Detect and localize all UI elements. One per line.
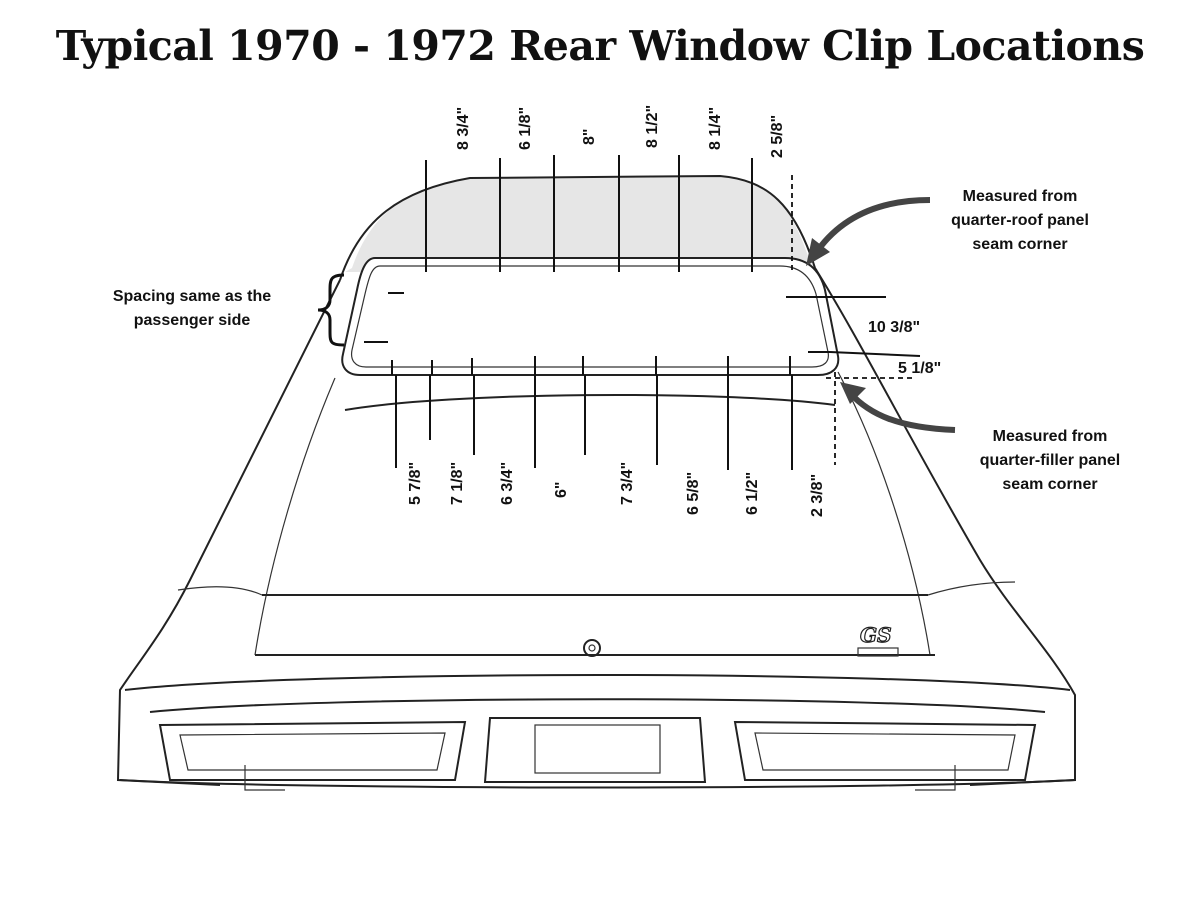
bottom-measurement-3: 6 3/4" (499, 462, 516, 505)
top-measurement-2: 6 1/8" (517, 107, 534, 150)
bottom-measurement-5: 7 3/4" (619, 462, 636, 505)
note-left-line2: passenger side (134, 312, 251, 329)
rear-window (341, 257, 840, 376)
top-measurement-3: 8" (581, 129, 598, 145)
side-measurement-2: 5 1/8" (898, 360, 941, 377)
top-measurement-4: 8 1/2" (644, 105, 661, 148)
top-measurement-5: 8 1/4" (707, 107, 724, 150)
car-illustration: GS (116, 174, 1076, 791)
note-left-line1: Spacing same as the (113, 288, 271, 305)
bottom-measurement-2: 7 1/8" (449, 462, 466, 505)
note-bottom-right: Measured from quarter-filler panel seam … (980, 428, 1120, 493)
note-bottom-right-line3: seam corner (1002, 476, 1097, 493)
bottom-measurement-8: 2 3/8" (809, 474, 826, 517)
note-bottom-right-line1: Measured from (993, 428, 1108, 445)
top-measurement-1: 8 3/4" (455, 107, 472, 150)
note-left: Spacing same as the passenger side (113, 288, 271, 329)
note-top-right-line2: quarter-roof panel (951, 212, 1089, 229)
bottom-measurement-7: 6 1/2" (744, 472, 761, 515)
left-brace (317, 273, 345, 347)
arrow-bottom-right (840, 382, 956, 433)
note-top-right: Measured from quarter-roof panel seam co… (951, 188, 1089, 253)
top-measurement-labels: 8 3/4" 6 1/8" 8" 8 1/2" 8 1/4" 2 5/8" (455, 105, 786, 158)
side-measurement-labels: 10 3/8" 5 1/8" (868, 319, 941, 377)
bottom-measurement-labels: 5 7/8" 7 1/8" 6 3/4" 6" 7 3/4" 6 5/8" 6 … (407, 462, 826, 517)
measurement-lines (395, 155, 921, 470)
top-measurement-6: 2 5/8" (769, 115, 786, 158)
note-top-right-line3: seam corner (972, 236, 1067, 253)
bottom-measurement-4: 6" (553, 482, 570, 498)
bottom-measurement-1: 5 7/8" (407, 462, 424, 505)
gs-badge: GS (860, 623, 892, 647)
bottom-measurement-6: 6 5/8" (685, 472, 702, 515)
window-clip-ticks (364, 258, 830, 375)
arrow-top-right (806, 197, 931, 266)
side-measurement-1: 10 3/8" (868, 319, 920, 336)
note-bottom-right-line2: quarter-filler panel (980, 452, 1120, 469)
page-title: Typical 1970 - 1972 Rear Window Clip Loc… (55, 22, 1145, 70)
note-top-right-line1: Measured from (963, 188, 1078, 205)
